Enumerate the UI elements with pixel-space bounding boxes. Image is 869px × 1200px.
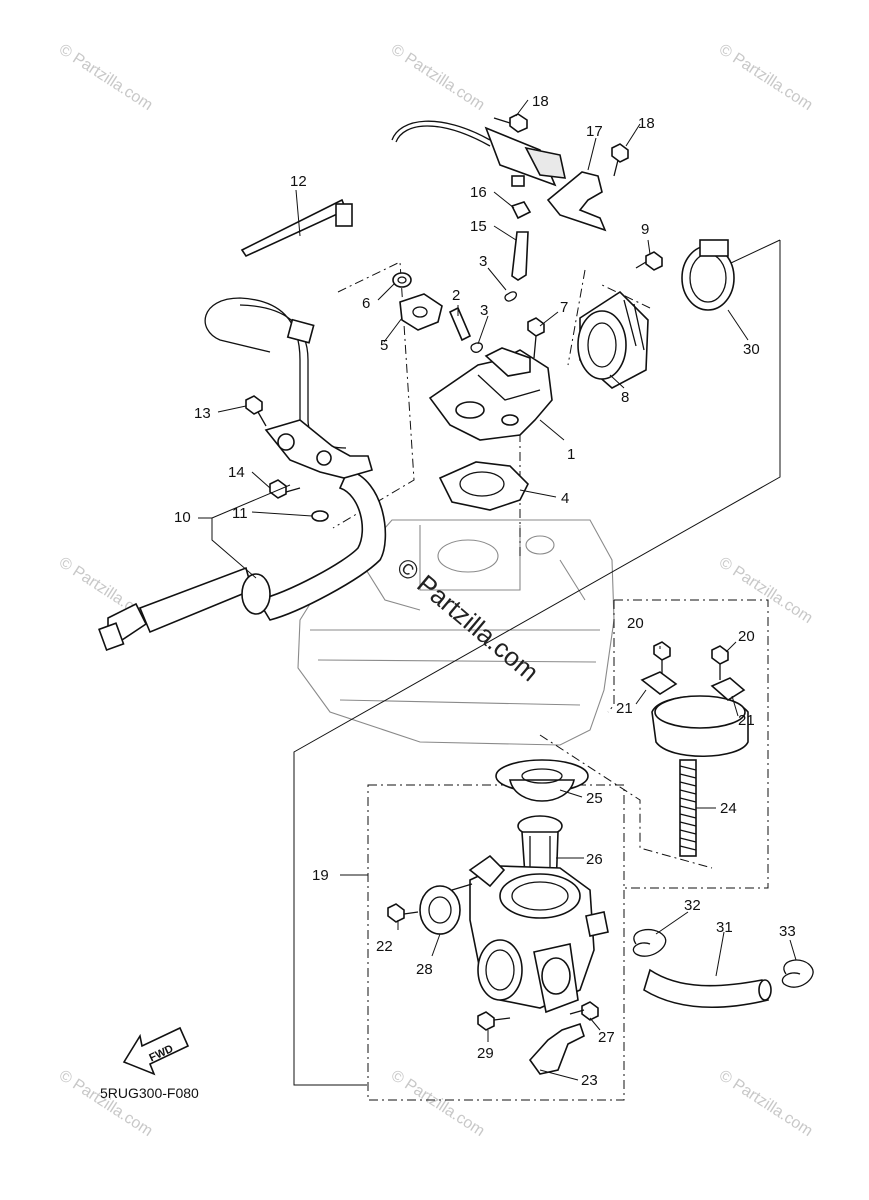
- tps-sensor-harness: [391, 120, 567, 187]
- callout-6: 6: [362, 295, 370, 312]
- callout-32: 32: [684, 897, 701, 914]
- bracket-17: [546, 171, 607, 232]
- bracket-21-b: [710, 677, 746, 701]
- bolt-18-b: [611, 143, 629, 177]
- callout-1: 1: [567, 446, 575, 463]
- watermark-bottom-right: © Partzilla.com: [716, 1067, 816, 1140]
- clip-3-b: [470, 342, 483, 353]
- pin-2: [448, 306, 472, 342]
- hose-joint: [264, 419, 373, 479]
- screw-13: [245, 395, 267, 427]
- screw-20-a: [653, 641, 671, 676]
- callout-10: 10: [174, 509, 191, 526]
- callout-20-a: 20: [627, 615, 644, 632]
- sensor-28: [419, 883, 473, 935]
- bracket-23: [528, 1022, 585, 1075]
- callout-17: 17: [586, 123, 603, 140]
- piston-valve-26: [517, 815, 563, 891]
- o-ring-6: [392, 272, 412, 288]
- watermark-bottom-center: © Partzilla.com: [388, 1067, 488, 1140]
- callout-15: 15: [470, 218, 487, 235]
- callout-3-a: 3: [479, 253, 487, 270]
- callout-4: 4: [561, 490, 569, 507]
- callout-12: 12: [290, 173, 307, 190]
- hose-end-fitting: [98, 602, 148, 652]
- callout-16: 16: [470, 184, 487, 201]
- bolt-9: [635, 251, 663, 271]
- diagram-code: 5RUG300-F080: [100, 1085, 199, 1101]
- callout-5: 5: [380, 337, 388, 354]
- clamp-30: [681, 239, 735, 311]
- hose-10: [138, 469, 387, 634]
- callout-11: 11: [232, 505, 248, 522]
- callout-22: 22: [376, 938, 393, 955]
- callout-labels: 1 2 3 3 4 5 6 7 8 9 10 11 12 13 14 15 16…: [174, 93, 796, 1089]
- spring-24: [679, 759, 697, 857]
- callout-2: 2: [452, 287, 460, 304]
- carburetor-body: [468, 854, 609, 1014]
- engine-outline: [297, 519, 615, 746]
- callout-26: 26: [586, 851, 603, 868]
- callout-29: 29: [477, 1045, 494, 1062]
- watermark-bottom-left: © Partzilla.com: [56, 1067, 156, 1140]
- plate-5: [399, 293, 443, 331]
- clip-3-a: [504, 291, 517, 302]
- watermark-top-center: © Partzilla.com: [388, 41, 488, 114]
- callout-21-a: 21: [616, 700, 633, 717]
- callout-13: 13: [194, 405, 211, 422]
- bolt-18-a: [493, 113, 528, 133]
- screw-20-b: [711, 645, 729, 680]
- callout-23: 23: [581, 1072, 598, 1089]
- intake-manifold-1: [428, 347, 553, 441]
- callout-7: 7: [560, 299, 568, 316]
- screw-27: [569, 1001, 599, 1021]
- screw-14: [269, 479, 301, 499]
- callout-31: 31: [716, 919, 733, 936]
- bracket-21-a: [640, 671, 678, 695]
- hose-31: [643, 968, 772, 1008]
- callout-21-b: 21: [738, 712, 755, 729]
- diaphragm-25: [495, 759, 589, 802]
- screw-29: [477, 1011, 511, 1031]
- o-ring-11: [311, 510, 329, 522]
- screw-22: [387, 903, 419, 923]
- callout-24: 24: [720, 800, 737, 817]
- callout-3-b: 3: [480, 302, 488, 319]
- bolt-7: [527, 317, 545, 359]
- fwd-arrow-icon: FWD: [122, 1026, 190, 1076]
- callout-30: 30: [743, 341, 760, 358]
- callout-25: 25: [586, 790, 603, 807]
- watermark-mid-right: © Partzilla.com: [716, 554, 816, 627]
- callout-19: 19: [312, 867, 329, 884]
- clip-32: [632, 928, 667, 957]
- callout-28: 28: [416, 961, 433, 978]
- joint-8: [577, 290, 649, 389]
- callout-33: 33: [779, 923, 796, 940]
- cable-tie-12: [240, 198, 353, 258]
- hose-15: [511, 231, 529, 281]
- cover-assembly: [651, 695, 749, 757]
- watermark-top-left: © Partzilla.com: [56, 41, 156, 114]
- gasket-4: [438, 461, 529, 511]
- leader-lines: [198, 99, 797, 1081]
- watermark-top-right: © Partzilla.com: [716, 41, 816, 114]
- callout-8: 8: [621, 389, 629, 406]
- callout-14: 14: [228, 464, 245, 481]
- callout-20-b: 20: [738, 628, 755, 645]
- callout-27: 27: [598, 1029, 615, 1046]
- callout-9: 9: [641, 221, 649, 238]
- callout-18-b: 18: [638, 115, 655, 132]
- clip-16: [510, 201, 532, 220]
- clip-33: [781, 959, 814, 988]
- callout-18-a: 18: [532, 93, 549, 110]
